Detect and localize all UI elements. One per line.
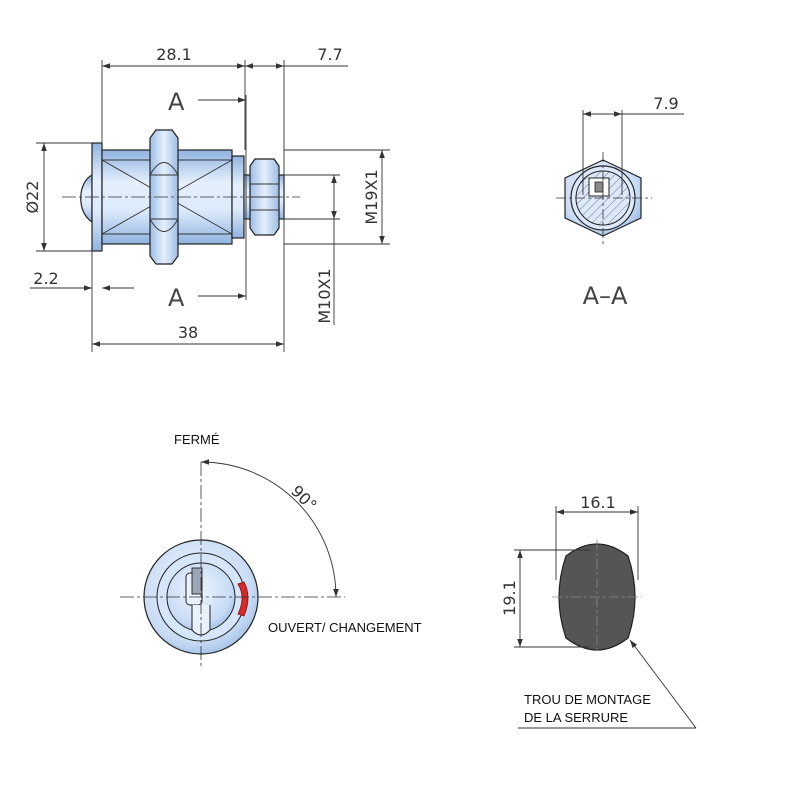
dim-body-length: 28.1: [156, 45, 192, 64]
angle-label: 90°: [287, 481, 320, 514]
closed-label: FERMÉ: [174, 432, 220, 447]
mounting-hole-view: 16.1 19.1 TROU DE MONTAGE DE LA SERRURE: [500, 493, 697, 729]
dim-thread-small: M10X1: [315, 268, 334, 323]
section-view: 7.9 A–A: [556, 94, 684, 310]
front-view: 90° FERMÉ OUVERT/ CHANGEMENT: [120, 432, 422, 668]
hole-label-line2: DE LA SERRURE: [524, 710, 628, 725]
dim-hole-width: 16.1: [580, 493, 616, 512]
lock-head-dome: [80, 174, 93, 224]
dim-flange-diameter: Ø22: [23, 181, 42, 214]
section-title: A–A: [583, 282, 628, 310]
dim-section-width: 7.9: [653, 94, 678, 113]
hole-label-line1: TROU DE MONTAGE: [524, 692, 651, 707]
open-label: OUVERT/ CHANGEMENT: [268, 620, 422, 635]
dim-total-length: 38: [178, 323, 198, 342]
dim-thread-main: M19X1: [362, 169, 381, 224]
dim-hole-height: 19.1: [500, 580, 519, 616]
dim-nut-length: 7.7: [317, 45, 342, 64]
dim-flange-thickness: 2.2: [33, 269, 58, 288]
section-marker-top: A: [168, 88, 185, 116]
section-marker-bottom: A: [168, 284, 185, 312]
side-view: 28.1 7.7 A A Ø22 M19X1 M10X1 2.2: [23, 45, 390, 352]
